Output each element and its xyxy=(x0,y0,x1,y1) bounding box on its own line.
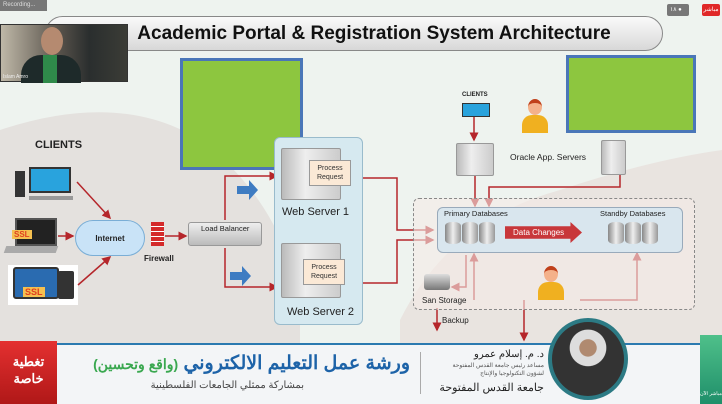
firewall-label: Firewall xyxy=(144,254,174,263)
clients-small-label: CLIENTS xyxy=(462,92,488,98)
speaker-org: جامعة القدس المفتوحة xyxy=(439,382,544,394)
backup-label: Backup xyxy=(442,316,469,325)
eye-icon: ● xyxy=(678,7,682,13)
load-balancer-label: Load Balancer xyxy=(201,224,250,233)
headline: ورشة عمل التعليم الالكتروني (واقع وتحسين… xyxy=(93,352,410,375)
divider xyxy=(420,352,421,394)
slide-title: Academic Portal & Registration System Ar… xyxy=(45,16,663,51)
view-count-badge: ١٨ ● xyxy=(667,4,689,16)
primary-db-icon xyxy=(445,222,495,244)
subline: بمشاركة ممثلي الجامعات الفلسطينية xyxy=(150,380,304,391)
oracle-server-left xyxy=(456,143,494,176)
load-balancer-icon: Load Balancer xyxy=(188,222,262,246)
live-badge: مباشر xyxy=(702,4,720,16)
client-desktop-icon xyxy=(462,103,490,117)
speaker-photo xyxy=(548,318,628,400)
desktop-icon xyxy=(15,167,73,201)
firewall-icon xyxy=(151,222,164,246)
view-count: ١٨ xyxy=(670,7,677,13)
live-now-label: مباشر الآن xyxy=(700,391,722,397)
ssl-badge: SSL xyxy=(12,230,32,239)
process-request-doc-1: Process Request xyxy=(309,160,351,186)
standby-db-label: Standby Databases xyxy=(600,209,666,218)
internet-label: Internet xyxy=(95,233,125,243)
speaker-title-1: مساعد رئيس جامعة القدس المفتوحة xyxy=(452,363,544,369)
webcam-name: Islam Amro xyxy=(3,74,29,80)
admin-person-icon xyxy=(522,95,550,135)
ssl-badge: SSL xyxy=(23,287,45,297)
slide-title-text: Academic Portal & Registration System Ar… xyxy=(137,22,611,44)
speaker-name: د. م. إسلام عمرو xyxy=(474,349,544,360)
recording-indicator: Recording... xyxy=(0,0,47,11)
oracle-servers-label: Oracle App. Servers xyxy=(510,152,587,162)
web-server-2-label: Web Server 2 xyxy=(287,306,355,318)
web-server-1-label: Web Server 1 xyxy=(282,206,350,218)
clients-label: CLIENTS xyxy=(35,139,83,151)
primary-db-label: Primary Databases xyxy=(444,209,508,218)
speaker-title-2: لشؤون التكنولوجيا والإنتاج xyxy=(480,371,544,377)
special-coverage-tag: تغطية خاصة xyxy=(0,341,57,404)
dba-person-icon xyxy=(538,262,566,302)
laptop-icon: SSL xyxy=(3,218,59,254)
redacted-app-panel xyxy=(566,55,696,133)
internet-cloud: Internet xyxy=(75,220,145,256)
tablet-icon: SSL xyxy=(8,265,78,305)
data-changes-arrow: Data Changes xyxy=(505,222,582,243)
headline-sub: (واقع وتحسين) xyxy=(93,356,179,372)
webcam-feed: Islam Amro xyxy=(0,24,128,83)
channel-logo: مباشر الآن xyxy=(700,335,722,404)
oracle-server-right xyxy=(601,140,626,175)
san-storage-icon xyxy=(424,274,450,290)
standby-db-icon xyxy=(608,222,658,244)
process-request-doc-2: Process Request xyxy=(303,259,345,285)
san-storage-label: San Storage xyxy=(422,296,467,305)
headline-main: ورشة عمل التعليم الالكتروني xyxy=(183,353,410,374)
